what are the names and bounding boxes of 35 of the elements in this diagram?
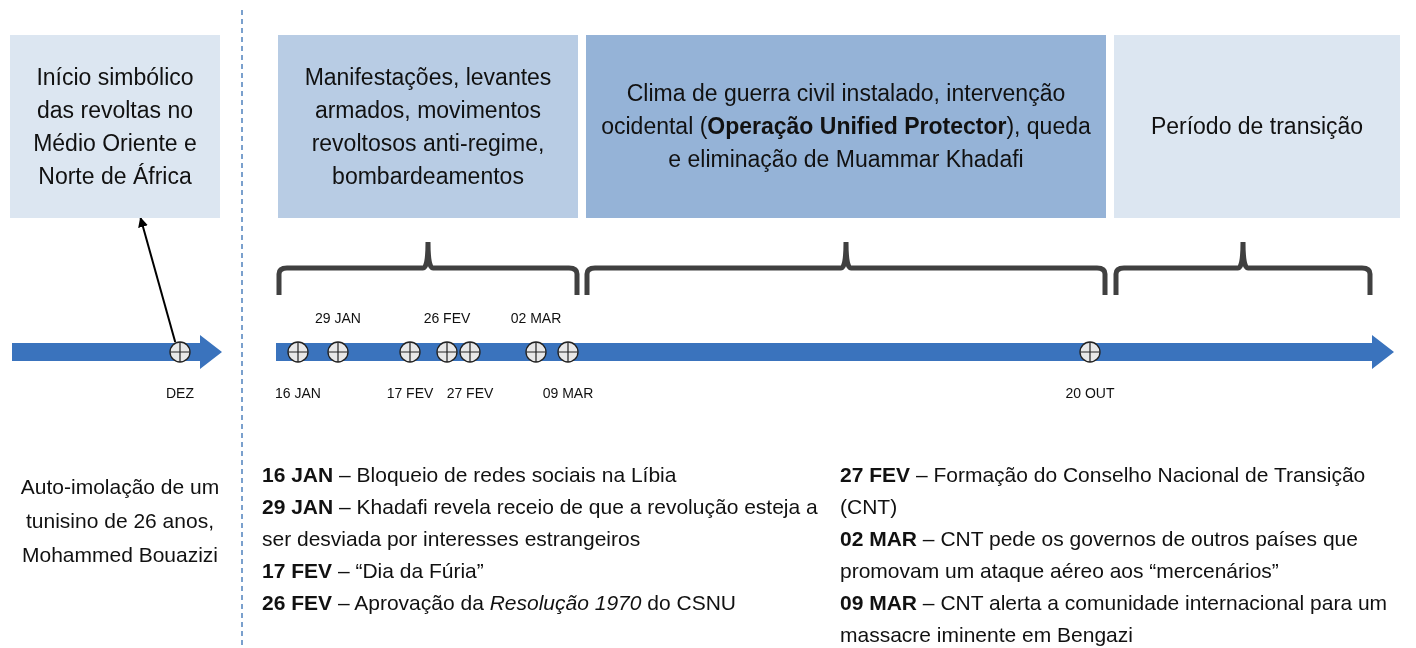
- event-text: 09 MAR – CNT alerta a comunidade internacional para um massacre iminente em Bengazi: [840, 590, 1389, 648]
- event-text: 29 JAN – Khadafi revela receio de que a revolução esteja a ser desviada por interesses estrangeiros: [262, 494, 819, 552]
- timeline-marker: [436, 341, 458, 363]
- period-text: Início simbólico das revoltas no Médio Oriente e Norte de África: [32, 62, 198, 191]
- period-text: Manifestações, levantes armados, movimentos revoltosos anti-regime, bombardeamentos: [303, 62, 553, 191]
- period-box: [278, 35, 578, 218]
- date-label: 16 JAN: [275, 385, 321, 401]
- date-label: 17 FEV: [386, 385, 434, 401]
- date-label: 29 JAN: [315, 310, 361, 326]
- date-label: 27 FEV: [446, 385, 494, 401]
- event-text: 17 FEV – “Dia da Fúria”: [262, 558, 485, 584]
- timeline-marker: [557, 341, 579, 363]
- period-text: Clima de guerra civil instalado, intervenção ocidental (Operação Unified Protector), queda e eliminação de Muammar Khadafi: [600, 79, 1092, 174]
- timeline-marker: [399, 341, 421, 363]
- timeline-marker: [459, 341, 481, 363]
- event-text: 16 JAN – Bloqueio de redes sociais na Líbia: [262, 462, 678, 488]
- period-box: [586, 35, 1106, 218]
- timeline-marker: [287, 341, 309, 363]
- caption-text: Auto-imolação de um tunisino de 26 anos, Mohammed Bouazizi: [19, 474, 221, 568]
- period-box: [1114, 35, 1400, 218]
- date-label: 02 MAR: [510, 310, 562, 326]
- period-box: [10, 35, 220, 218]
- event-text: 26 FEV – Aprovação da Resolução 1970 do CSNU: [262, 590, 737, 616]
- timeline-marker: [525, 341, 547, 363]
- date-label: 26 FEV: [423, 310, 471, 326]
- timeline-marker: [1079, 341, 1101, 363]
- event-text: 27 FEV – Formação do Conselho Nacional de Transição (CNT): [840, 462, 1367, 520]
- timeline-marker: [169, 341, 191, 363]
- timeline-marker: [327, 341, 349, 363]
- date-label: 09 MAR: [542, 385, 594, 401]
- period-text: Período de transição: [1150, 112, 1364, 141]
- date-label: DEZ: [166, 385, 194, 401]
- date-label: 20 OUT: [1065, 385, 1115, 401]
- event-text: 02 MAR – CNT pede os governos de outros países que promovam um ataque aéreo aos “mercenários”: [840, 526, 1359, 584]
- arrow: [138, 217, 177, 344]
